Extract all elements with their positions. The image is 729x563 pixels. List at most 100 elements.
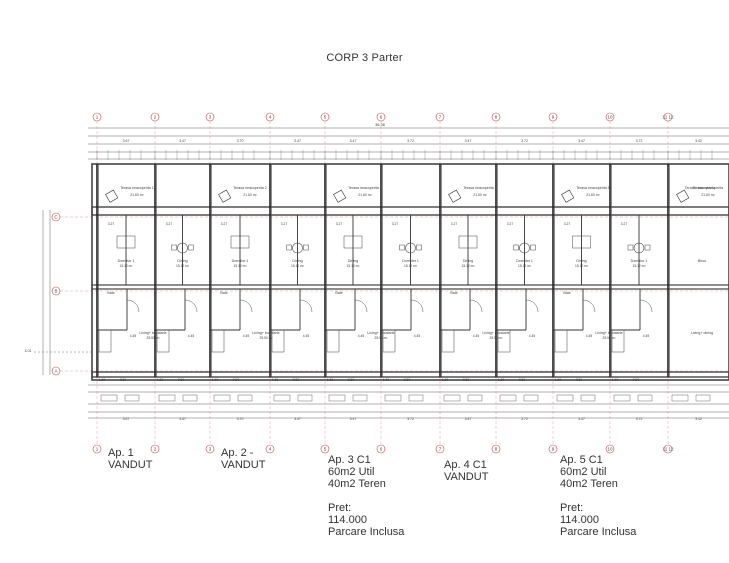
room-label-terrace: Terasa neacoperita 4: [463, 186, 497, 190]
room-area: 25.50 m²: [259, 336, 273, 340]
access-box: [695, 394, 711, 402]
apartment-line: Parcare Inclusa: [560, 526, 637, 538]
dining-chair: [286, 244, 292, 251]
room-area: 25.50 m²: [146, 336, 160, 340]
room-area: 21.60 m²: [358, 193, 372, 197]
access-box: [352, 394, 368, 402]
kitchen-counter: [98, 329, 112, 353]
room-dimension: 1.60: [498, 378, 505, 382]
grid-axis-bubble: [205, 444, 215, 454]
door-swing: [525, 299, 539, 313]
room-dimension: 2.50: [233, 378, 240, 382]
bed: [458, 235, 478, 249]
grid-axis-label: A: [54, 369, 57, 374]
apartment-line: VANDUT: [444, 471, 489, 483]
room-dimension: 3.27: [108, 222, 115, 226]
room-area: 21.60 m²: [473, 193, 487, 197]
interior-wall: [91, 284, 729, 290]
room-label: Dormitor 1: [118, 259, 135, 263]
room-dimension: 4.45: [473, 334, 480, 338]
door-swing: [126, 299, 140, 313]
room-label: Dormitor 1: [402, 259, 419, 263]
grid-axis-label: 4: [269, 115, 272, 120]
grid-axis-label: 6: [380, 115, 383, 120]
dimension-value: 3.72: [407, 139, 414, 143]
access-box: [273, 394, 291, 402]
access-box: [328, 394, 346, 402]
room-dimension: 1.60: [272, 378, 279, 382]
grid-axis-label: 2: [154, 447, 157, 452]
room-dimension: 3.27: [166, 222, 173, 226]
room-label-bath: Baie: [220, 291, 227, 295]
room-area: 15.12 m²: [291, 264, 305, 268]
dimension-value: 3.47: [294, 417, 301, 421]
room-label-living: Living+ bucatarie: [139, 331, 166, 335]
door-swing: [639, 299, 653, 313]
bed: [343, 235, 363, 249]
dimension-value: 3.72: [636, 139, 643, 143]
room-dimension: 2.50: [633, 378, 640, 382]
room-dimension: 3.27: [451, 222, 458, 226]
dimension-value: 3.47: [578, 417, 585, 421]
grid-axis-label: 10: [607, 115, 613, 120]
room-area: 15.12 m²: [233, 264, 247, 268]
room-dimension: 1.60: [327, 378, 334, 382]
grid-axis-bubble: [435, 444, 445, 454]
dining-chair: [513, 244, 519, 251]
grid-axis-label: 5: [324, 447, 327, 452]
grid-axis-label: 8: [495, 447, 498, 452]
room-area: 15.12 m²: [346, 264, 360, 268]
terrace-chair: [448, 189, 462, 203]
room-area: 21.60 m²: [243, 193, 257, 197]
room-dimension: 2.50: [519, 378, 526, 382]
door-swing: [410, 299, 424, 313]
room-area: 21.60 m²: [586, 193, 600, 197]
room-dimension: 2.50: [348, 378, 355, 382]
room-label: Dining: [576, 259, 586, 263]
dimension-value: 3.72: [636, 417, 643, 421]
room-label-bath: Baie: [450, 291, 457, 295]
room-label: Dining: [177, 259, 187, 263]
dining-chair: [399, 244, 405, 251]
grid-axis-label: 11 12: [663, 447, 674, 452]
terrace-chair: [676, 189, 690, 203]
room-area: 15.12 m²: [575, 264, 589, 268]
room-label: Dormitor 1: [631, 259, 648, 263]
building-outline: [91, 163, 729, 381]
dimension-value: 3.70: [237, 417, 244, 421]
access-box: [671, 394, 689, 402]
room-dimension: 3.27: [507, 222, 514, 226]
room-dimension: 1.60: [555, 378, 562, 382]
room-area: 25.50 m²: [374, 336, 388, 340]
door-swing: [239, 299, 253, 313]
room-label-terrace: Terasa neacoperita: [685, 186, 716, 190]
kitchen-counter: [611, 329, 625, 353]
room-label-terrace: Terasa neacoperita 3: [348, 186, 382, 190]
dimension-value: 3.47: [578, 139, 585, 143]
access-box: [613, 394, 631, 402]
kitchen-counter: [211, 329, 225, 353]
access-box: [580, 394, 596, 402]
room-dimension: 4.45: [243, 334, 250, 338]
apartment-line: 114.000: [560, 514, 599, 526]
door-swing: [354, 299, 368, 313]
room-dimension: 2.50: [178, 378, 185, 382]
apartment-label-2[interactable]: Ap. 2 -VANDUT: [221, 447, 265, 471]
access-box: [213, 394, 231, 402]
grid-axis-label: B: [54, 289, 57, 294]
room-label-bath: Baie: [335, 291, 342, 295]
access-box: [556, 394, 574, 402]
kitchen-counter: [497, 329, 511, 353]
dining-table: [519, 242, 530, 254]
grid-axis-bubble: [663, 444, 673, 454]
room-label-terrace: Terasa neacoperita 2: [233, 186, 267, 190]
grid-axis-label: 1: [96, 115, 99, 120]
kitchen-counter: [326, 329, 340, 353]
dimension-value: 3.47: [350, 417, 357, 421]
section-marker: 3-01: [24, 349, 31, 353]
room-dimension: 4.45: [130, 334, 137, 338]
